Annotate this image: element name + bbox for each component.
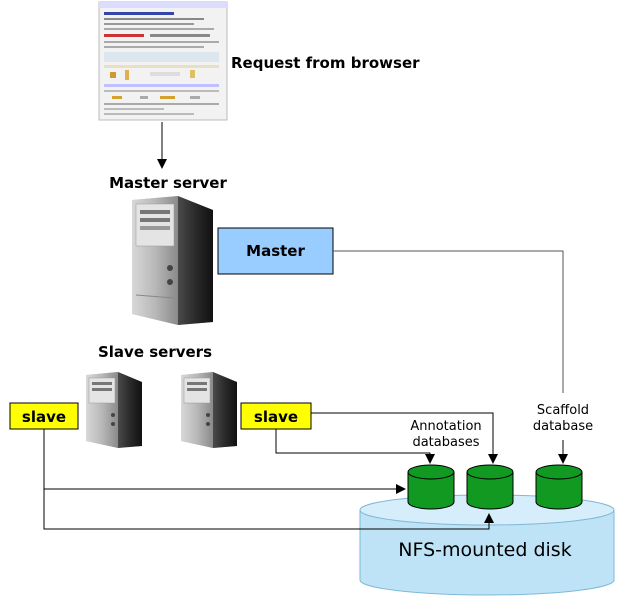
slave-left-to-disk — [43, 489, 494, 530]
scaffold-label-bg — [528, 394, 598, 434]
database-cylinder-1 — [407, 464, 455, 510]
slave-server-2-icon — [181, 372, 237, 448]
disk-label: NFS-mounted disk — [398, 539, 571, 561]
database-cylinder-3 — [535, 464, 583, 510]
nfs-disk: NFS-mounted disk — [359, 494, 615, 596]
scaffold-label-line1: Scaffold — [537, 403, 589, 418]
database-cylinder-2 — [466, 464, 514, 510]
request-label: Request from browser — [231, 54, 420, 72]
annotation-label-bg — [406, 417, 488, 450]
annotation-label-line1: Annotation — [410, 419, 481, 434]
browser-screenshot-icon — [98, 1, 228, 121]
slave-servers-label: Slave servers — [98, 343, 212, 361]
slave-box-left: slave — [9, 402, 79, 430]
master-box: Master — [217, 227, 334, 275]
slave-left-label: slave — [22, 408, 66, 426]
scaffold-label-line2: database — [533, 419, 593, 434]
master-box-label: Master — [246, 242, 305, 260]
annotation-label-line2: databases — [412, 435, 479, 450]
slave-server-1-icon — [86, 372, 142, 448]
slave-right-label: slave — [254, 408, 298, 426]
master-server-icon — [132, 196, 213, 325]
master-server-label: Master server — [109, 174, 227, 192]
slave-box-right: slave — [240, 402, 312, 430]
slave-right-to-db2 — [311, 412, 498, 464]
slave-right-to-db1 — [275, 429, 435, 464]
master-to-scaffold-connector — [333, 250, 564, 393]
connectors — [43, 412, 568, 530]
